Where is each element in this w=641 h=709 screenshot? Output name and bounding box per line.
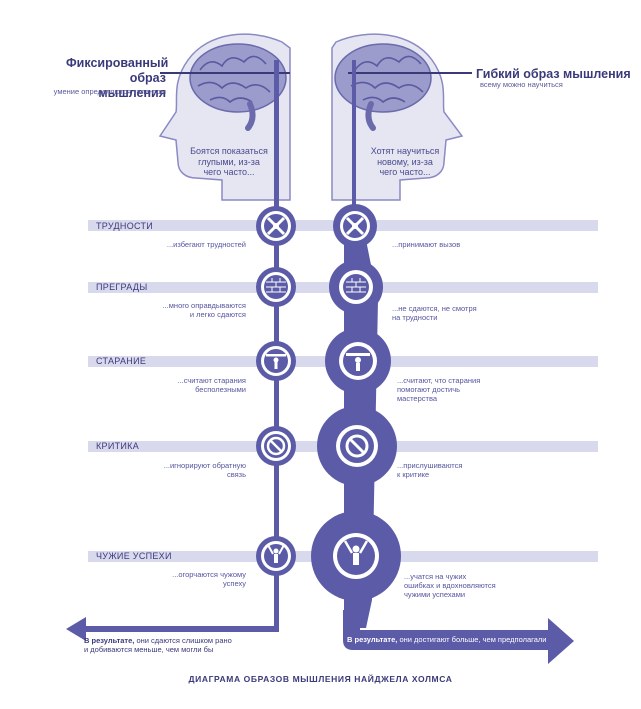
fixed-node-1 (256, 206, 296, 246)
fixed-response-4-line-2: связь (226, 469, 246, 479)
growth-response-2-line-1: ...не сдаются, не смотря (392, 304, 477, 313)
growth-response-1: ...принимают вызов (392, 240, 532, 250)
category-label-obstacles: ПРЕГРАДЫ (96, 282, 148, 292)
category-label-difficulties: ТРУДНОСТИ (96, 221, 154, 231)
growth-response-5-line-1: ...учатся на чужих (404, 572, 467, 581)
growth-response-3-line-3: мастерства (397, 393, 438, 403)
fixed-result-bold: В результате, (84, 636, 135, 645)
category-label-criticism: КРИТИКА (96, 441, 140, 451)
growth-fear-line-2: новому, из-за (377, 156, 433, 167)
growth-node-5 (311, 511, 401, 601)
fixed-fear-line-1: Боятся показаться (190, 146, 268, 156)
fixed-fear-text: Боятся показаться глупыми, из-за чего ча… (186, 146, 272, 178)
growth-response-2: ...не сдаются, не смотря на трудности (392, 304, 532, 323)
no-sign-icon (345, 434, 369, 458)
crossroads-icon (266, 216, 286, 236)
growth-response-3: ...считают, что старания помогают достич… (397, 376, 537, 404)
growth-response-5-line-2: ошибках и вдохновляются (404, 580, 496, 590)
growth-node-3 (325, 328, 391, 394)
fixed-response-2-line-1: ...много оправдываются (162, 301, 246, 310)
crossroads-icon (345, 216, 365, 236)
growth-response-4-line-2: к критике (397, 469, 430, 479)
fixed-title-line-1: Фиксированный (66, 56, 169, 70)
fixed-response-2-line-2: и легко сдаются (189, 309, 246, 319)
fixed-result-line-1: В результате, они сдаются слишком рано (84, 636, 284, 646)
no-sign-icon (266, 436, 286, 456)
growth-mindset-title: Гибкий образ мышления (476, 67, 631, 81)
fixed-response-4: ...игнорируют обратную связь (120, 461, 246, 480)
fixed-response-5: ...огорчаются чужому успеху (120, 570, 246, 589)
growth-mindset-subtitle: всему можно научиться (480, 80, 563, 89)
fixed-response-5-line-2: успеху (223, 578, 246, 588)
fixed-brain-icon (189, 43, 287, 131)
fixed-node-4 (256, 426, 296, 466)
growth-fear-text: Хотят научиться новому, из-за чего часто… (362, 146, 448, 178)
growth-result-text: В результате, они достигают больше, чем … (347, 635, 557, 645)
fixed-result-rest: они сдаются слишком рано (134, 636, 232, 645)
growth-result-rest: они достигают больше, чем предполагали (397, 635, 547, 644)
growth-fear-line-3: чего часто... (379, 167, 431, 178)
growth-response-2-line-2: на трудности (392, 312, 438, 322)
brick-wall-icon (346, 278, 366, 293)
growth-response-1-line-1: ...принимают вызов (392, 240, 461, 249)
fixed-response-3-line-2: бесполезными (195, 384, 246, 394)
fixed-response-5-line-1: ...огорчаются чужому (172, 570, 246, 579)
fixed-mindset-title: Фиксированный образ мышления (66, 56, 169, 100)
fixed-node-5 (256, 536, 296, 576)
growth-brain-icon (334, 43, 432, 131)
growth-result-bold: В результате, (347, 635, 398, 644)
fixed-title-line-2: образ мышления (98, 70, 166, 100)
fixed-response-3: ...считают старания бесполезными (120, 376, 246, 395)
growth-response-5: ...учатся на чужих ошибках и вдохновляют… (404, 572, 554, 600)
fixed-node-2 (256, 267, 296, 307)
weightlifter-icon (346, 353, 370, 371)
growth-response-3-line-1: ...считают, что старания (397, 376, 481, 385)
winner-icon (267, 544, 285, 563)
fixed-response-1-line-1: ...избегают трудностей (166, 240, 246, 249)
fixed-mindset-subtitle: умение определяются талантом (53, 87, 166, 96)
fixed-node-3 (256, 341, 296, 381)
fixed-response-3-line-1: ...считают старания (177, 376, 246, 385)
winner-icon (343, 540, 369, 565)
diagram-footer-caption: ДИАГРАМА ОБРАЗОВ МЫШЛЕНИЯ НАЙДЖЕЛА ХОЛМС… (188, 674, 453, 684)
growth-response-5-line-3: чужими успехами (404, 589, 466, 599)
growth-node-2 (329, 260, 383, 314)
brick-wall-icon (266, 278, 286, 293)
fixed-fear-line-2: глупыми, из-за (198, 156, 260, 167)
category-label-others-success: ЧУЖИЕ УСПЕХИ (96, 551, 172, 561)
fixed-response-2: ...много оправдываются и легко сдаются (120, 301, 246, 320)
fixed-result-text: В результате, они сдаются слишком рано и… (84, 636, 284, 655)
weightlifter-icon (266, 354, 286, 369)
growth-response-4: ...прислушиваются к критике (397, 461, 537, 480)
fixed-fear-line-3: чего часто... (203, 167, 255, 178)
fixed-response-4-line-1: ...игнорируют обратную (163, 461, 246, 470)
fixed-response-1: ...избегают трудностей (120, 240, 246, 250)
fixed-result-line-2: и добиваются меньше, чем могли бы (84, 644, 214, 654)
growth-response-3-line-2: помогают достичь (397, 384, 461, 394)
growth-node-1 (333, 204, 377, 248)
growth-response-4-line-1: ...прислушиваются (397, 461, 463, 470)
category-label-effort: СТАРАНИЕ (96, 356, 147, 366)
growth-node-4 (317, 406, 397, 486)
growth-fear-line-1: Хотят научиться (370, 146, 440, 156)
